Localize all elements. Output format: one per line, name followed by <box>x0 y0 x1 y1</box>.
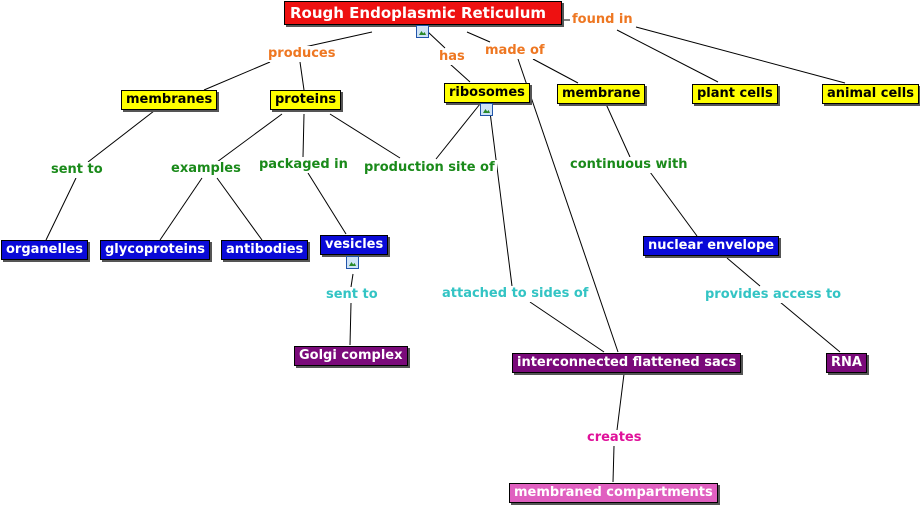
line-examples-antibodies <box>216 177 263 241</box>
node-organelles[interactable]: organelles <box>1 240 88 260</box>
link-sent-to[interactable]: sent to <box>49 162 105 178</box>
link-attached-to-sides-of[interactable]: attached to sides of <box>440 286 591 302</box>
line-provides-rna <box>779 301 841 353</box>
line-attached-sacs <box>529 301 605 353</box>
line-foundin-plant <box>616 29 719 83</box>
line-vesicles-sentto <box>350 273 354 288</box>
node-rna[interactable]: RNA <box>826 353 867 373</box>
line-membrane-continuous <box>605 103 631 158</box>
line-rer-has <box>427 31 446 49</box>
line-proteins-examples <box>216 113 283 163</box>
link-continuous-with[interactable]: continuous with <box>568 157 690 173</box>
line-rer-produces <box>299 31 373 49</box>
line-membranes-sentto <box>87 110 155 163</box>
link-packaged-in[interactable]: packaged in <box>257 157 350 173</box>
link-sent-to-golgi[interactable]: sent to <box>324 287 380 303</box>
line-rer-madeof <box>466 31 491 43</box>
node-golgi-complex[interactable]: Golgi complex <box>294 346 408 366</box>
line-madeof-sacs <box>517 58 619 353</box>
line-proteins-packaged <box>302 113 305 158</box>
node-antibodies[interactable]: antibodies <box>221 240 309 260</box>
line-examples-glyco <box>159 177 203 241</box>
node-interconnected-flattened-sacs[interactable]: interconnected flattened sacs <box>512 353 742 373</box>
node-ribosomes[interactable]: ribosomes <box>444 83 530 103</box>
line-ribosomes-attached <box>488 103 513 287</box>
link-produces[interactable]: produces <box>266 46 338 62</box>
node-animal-cells[interactable]: animal cells <box>822 84 919 104</box>
node-vesicles[interactable]: vesicles <box>320 235 389 255</box>
node-membraned-compartments[interactable]: membraned compartments <box>509 483 718 503</box>
link-has[interactable]: has <box>437 49 467 65</box>
resource-image-icon[interactable] <box>480 103 493 116</box>
line-prodsite-ribosomes <box>435 103 481 160</box>
line-produces-membranes <box>203 61 271 91</box>
node-membrane[interactable]: membrane <box>557 84 646 104</box>
node-nuclear-envelope[interactable]: nuclear envelope <box>643 236 780 256</box>
line-continuous-envelope <box>649 171 698 237</box>
link-found-in[interactable]: found in <box>570 12 635 28</box>
line-madeof-membrane <box>532 58 579 84</box>
node-proteins[interactable]: proteins <box>270 90 342 110</box>
resource-image-icon[interactable] <box>416 25 429 38</box>
link-examples[interactable]: examples <box>169 161 243 177</box>
resource-image-icon[interactable] <box>346 256 359 269</box>
link-production-site-of[interactable]: production site of <box>362 160 497 176</box>
line-envelope-provides <box>726 257 761 287</box>
line-sentto-organelles <box>45 177 77 241</box>
line-packaged-vesicles <box>307 172 347 235</box>
line-sacs-creates <box>616 373 625 431</box>
node-membranes[interactable]: membranes <box>121 90 218 110</box>
line-sentto-golgi <box>349 302 352 346</box>
line-proteins-prodsite <box>329 113 401 159</box>
line-has-ribosomes <box>449 63 471 83</box>
link-provides-access-to[interactable]: provides access to <box>703 287 844 303</box>
node-rough-endoplasmic-reticulum[interactable]: Rough Endoplasmic Reticulum <box>284 1 562 25</box>
link-made-of[interactable]: made of <box>483 43 547 59</box>
link-creates[interactable]: creates <box>585 430 644 446</box>
line-foundin-animal <box>635 26 846 84</box>
node-plant-cells[interactable]: plant cells <box>692 84 778 104</box>
line-produces-proteins <box>299 61 305 91</box>
line-creates-compartments <box>612 445 615 483</box>
node-glycoproteins[interactable]: glycoproteins <box>100 240 211 260</box>
